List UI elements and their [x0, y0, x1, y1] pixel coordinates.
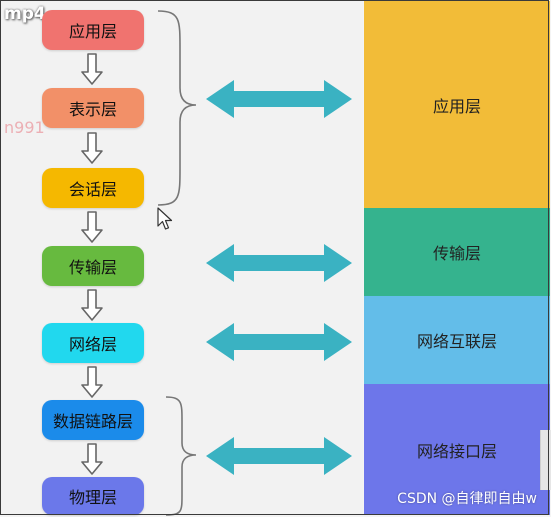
down-arrow-icon — [81, 366, 103, 398]
watermark-credit: CSDN @自律即自由w — [397, 491, 537, 507]
double-arrow-icon — [206, 80, 352, 118]
mouse-pointer-icon — [157, 207, 173, 230]
double-arrow-icon — [206, 437, 352, 475]
down-arrow-icon — [81, 132, 103, 164]
osi-layer-physical: 物理层 — [42, 477, 144, 515]
osi-layer-network: 网络层 — [42, 323, 144, 363]
double-arrow-icon — [206, 323, 352, 361]
video-label: mp4 — [4, 4, 46, 24]
tcpip-layer-internet: 网络互联层 — [364, 296, 550, 384]
tcpip-layer-transport: 传输层 — [364, 208, 550, 296]
down-arrow-icon — [81, 53, 103, 85]
watermark-fragment: n991 — [4, 118, 45, 137]
down-arrow-icon — [81, 443, 103, 475]
tcpip-layer-network-interface: 网络接口层 — [364, 384, 550, 515]
down-arrow-icon — [81, 289, 103, 321]
osi-layer-data-link: 数据链路层 — [42, 400, 144, 440]
tcpip-layer-application: 应用层 — [364, 1, 550, 208]
brace-lower-icon — [165, 396, 197, 516]
down-arrow-icon — [81, 211, 103, 243]
brace-upper-icon — [157, 10, 197, 206]
double-arrow-icon — [206, 244, 352, 282]
osi-layer-transport: 传输层 — [42, 246, 144, 286]
osi-layer-presentation: 表示层 — [42, 88, 144, 128]
osi-layer-session: 会话层 — [42, 168, 144, 208]
scrollbar-edge[interactable] — [540, 430, 551, 490]
osi-layer-application: 应用层 — [42, 10, 144, 50]
